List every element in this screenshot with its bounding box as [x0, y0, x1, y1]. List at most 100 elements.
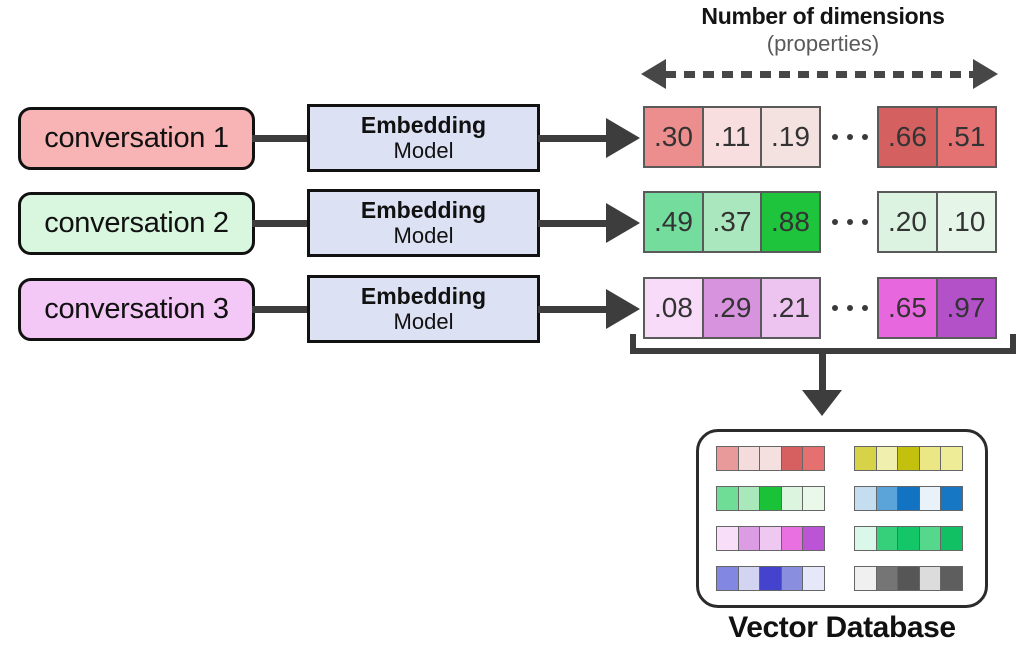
vector-cells-start: .49 .37 .88 [643, 191, 821, 253]
vector-cell: .30 [643, 106, 704, 168]
mini-vector-cell [940, 446, 963, 471]
mini-vector-cell [759, 446, 782, 471]
dot [847, 134, 853, 140]
mini-vector-cell [802, 486, 825, 511]
vector-cell-value: .21 [771, 292, 810, 323]
mini-vector-cell [854, 526, 877, 551]
mini-vector-cell [716, 566, 739, 591]
mini-vector-cell [918, 526, 942, 551]
embedding-title: Embedding [360, 282, 487, 309]
vector-cell: .97 [935, 277, 997, 339]
vector-cell-value: .66 [888, 121, 927, 152]
dot [832, 134, 838, 140]
mini-vector-cell [854, 446, 877, 471]
vector-cell: .21 [760, 277, 821, 339]
vector-database-box [696, 429, 988, 608]
embedding-title: Embedding [360, 111, 487, 138]
conversation-box-1: conversation 1 [18, 107, 255, 170]
dimensions-subtitle: (properties) [766, 31, 880, 56]
arrow-right-icon [606, 118, 640, 158]
mini-vector [854, 526, 968, 551]
mini-vector-cell [940, 486, 963, 511]
ellipsis-icon [827, 275, 873, 341]
mini-vector-cell [737, 446, 761, 471]
dashed-arrow-line [665, 71, 973, 78]
vector-cell: .10 [935, 191, 997, 253]
arrow-stem [538, 220, 608, 227]
vector-cell: .11 [701, 106, 763, 168]
mini-vector-cell [875, 486, 899, 511]
mini-vector-cell [759, 566, 782, 591]
mini-vector-cell [875, 446, 899, 471]
pipeline-row-1: conversation 1 Embedding Model .30 .11 .… [0, 104, 1028, 172]
mini-vector-cell [897, 566, 920, 591]
mini-vector-cell [716, 446, 739, 471]
vector-cell-value: .88 [771, 206, 810, 237]
vector-cell: .88 [760, 191, 821, 253]
conversation-box-3: conversation 3 [18, 278, 255, 341]
pipeline-row-3: conversation 3 Embedding Model .08 .29 .… [0, 275, 1028, 343]
dot [862, 305, 868, 311]
mini-vector-cell [875, 526, 899, 551]
vector-cell-value: .08 [654, 292, 693, 323]
mini-vector-cell [759, 486, 782, 511]
vector-cell-value: .65 [888, 292, 927, 323]
mini-vector-cell [759, 526, 782, 551]
conversation-label: conversation 2 [44, 207, 229, 239]
vector-cells-end: .66 .51 [877, 106, 997, 168]
arrow-right-icon [606, 289, 640, 329]
mini-vector-cell [737, 566, 761, 591]
conversation-box-2: conversation 2 [18, 192, 255, 255]
arrow-stem [538, 306, 608, 313]
dashed-arrow-left-icon [641, 59, 666, 89]
mini-vector-cell [940, 566, 963, 591]
embedding-subtitle: Model [393, 137, 454, 163]
dot [862, 219, 868, 225]
embedding-subtitle: Model [393, 222, 454, 248]
conversation-label: conversation 3 [44, 293, 229, 325]
vector-cell-value: .49 [654, 206, 693, 237]
ellipsis-icon [827, 189, 873, 255]
mini-vector-cell [854, 486, 877, 511]
vector-cell-value: .97 [946, 292, 986, 323]
dot [847, 219, 853, 225]
mini-vector [716, 526, 830, 551]
vector-cell-value: .51 [946, 121, 986, 152]
arrow-stem [538, 135, 608, 142]
vector-cell: .66 [877, 106, 938, 168]
vector-cell: .49 [643, 191, 704, 253]
arrow-down-icon [802, 390, 842, 416]
vector-cell: .20 [877, 191, 938, 253]
mini-vector-cell [802, 446, 825, 471]
mini-vector-cell [716, 526, 739, 551]
mini-vector-cell [854, 566, 877, 591]
down-arrow-stem [819, 353, 826, 392]
vector-cells-end: .65 .97 [877, 277, 997, 339]
dot [847, 305, 853, 311]
vector-cells-end: .20 .10 [877, 191, 997, 253]
mini-vector [854, 566, 968, 591]
mini-vector-cell [716, 486, 739, 511]
mini-vector-cell [918, 486, 942, 511]
mini-vector-cell [802, 566, 825, 591]
dot [832, 219, 838, 225]
arrow-right-icon [606, 203, 640, 243]
mini-vector-cell [897, 486, 920, 511]
mini-vector-cell [780, 486, 804, 511]
vector-cell-value: .30 [654, 121, 693, 152]
dot [862, 134, 868, 140]
dashed-arrow-right-icon [973, 59, 998, 89]
mini-vector-cell [737, 486, 761, 511]
vector-cell-value: .19 [771, 121, 810, 152]
embedding-model-box-1: Embedding Model [307, 104, 540, 172]
conversation-label: conversation 1 [44, 122, 229, 154]
vector-cell-value: .10 [946, 206, 986, 237]
vector-cells-start: .08 .29 .21 [643, 277, 821, 339]
vector-cell-value: .11 [713, 121, 751, 152]
bracket-left-tick [630, 334, 636, 354]
embedding-title: Embedding [360, 196, 487, 223]
mini-vector [854, 446, 968, 471]
vector-cell: .19 [760, 106, 821, 168]
ellipsis-icon [827, 104, 873, 170]
